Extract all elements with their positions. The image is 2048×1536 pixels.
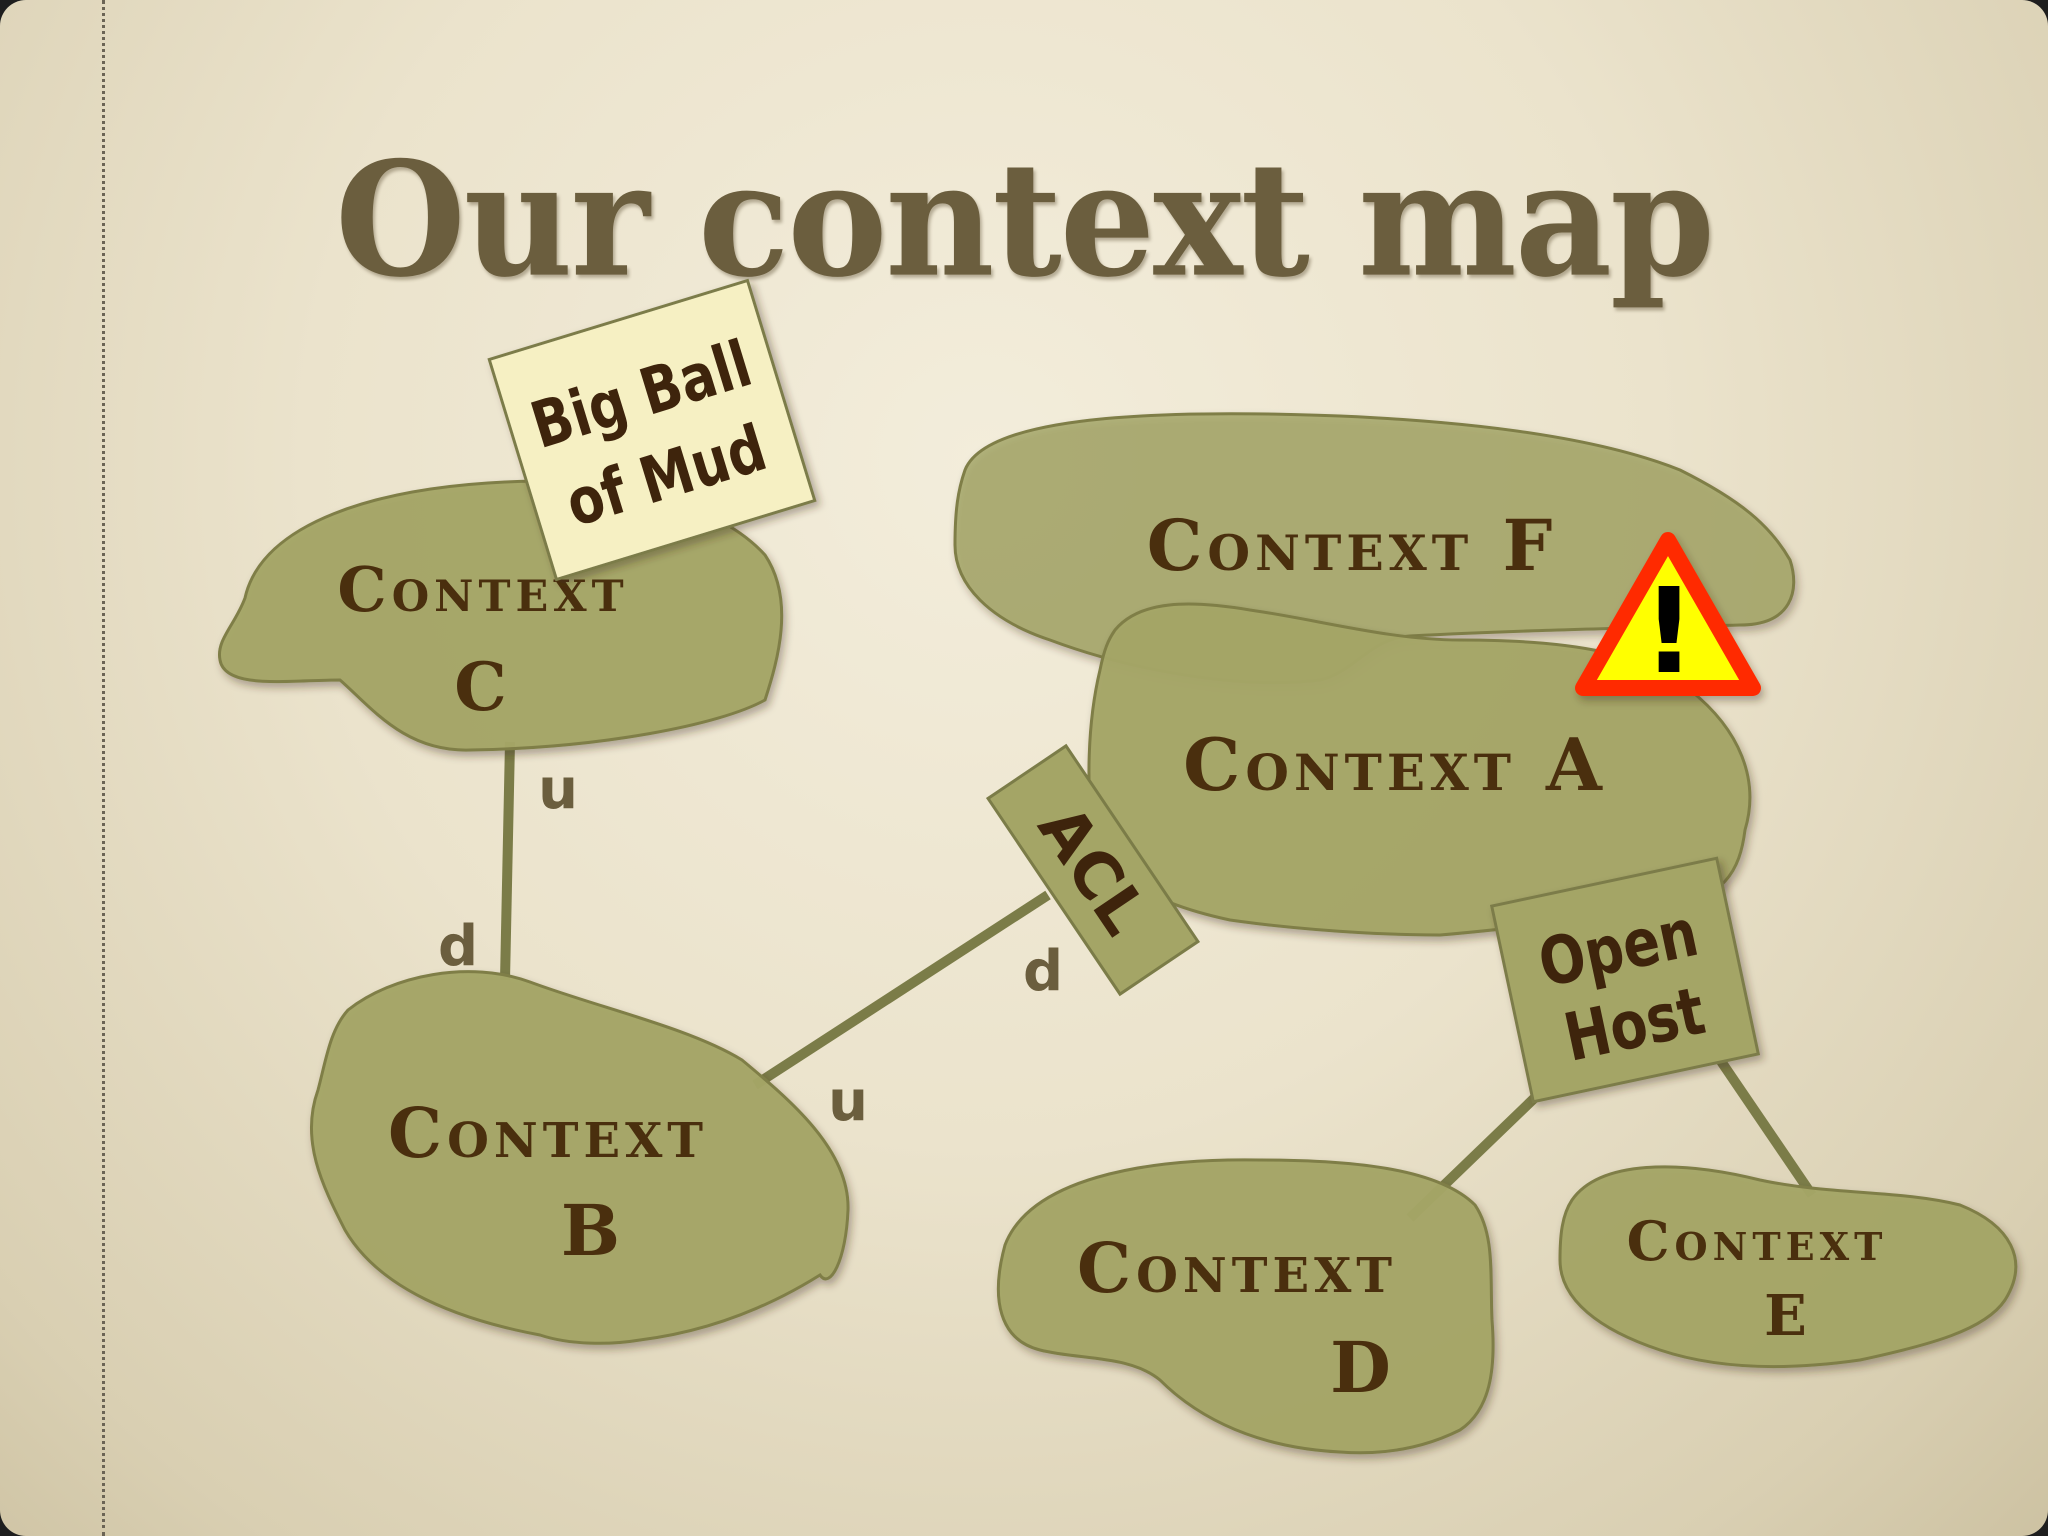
context-d-label-line1: Context — [1077, 1229, 1397, 1309]
context-e[interactable]: Context E — [1558, 1165, 2018, 1369]
page-title: Our context map — [335, 127, 1715, 313]
context-b-label-line2: B — [561, 1189, 625, 1272]
warning-exclamation: ! — [1642, 562, 1696, 700]
connector-b-acl — [752, 890, 1051, 1090]
rel-a-b-upstream: u — [828, 1069, 868, 1134]
context-e-label-line2: E — [1764, 1283, 1812, 1349]
context-c-label-line2: C — [454, 648, 512, 726]
margin-dotted-line — [102, 0, 105, 1536]
rel-c-b-downstream: d — [438, 914, 478, 979]
context-b[interactable]: Context B — [309, 970, 850, 1345]
connector-c-b — [500, 741, 515, 981]
context-d-label-line2: D — [1330, 1326, 1396, 1409]
rel-a-b-downstream: d — [1023, 939, 1063, 1004]
warning-triangle-icon: ! — [1575, 532, 1761, 700]
context-d[interactable]: Context D — [997, 1158, 1495, 1455]
context-a-label: Context A — [1183, 722, 1607, 807]
open-host-tag[interactable]: Open Host — [1489, 856, 1761, 1104]
context-f-label: Context F — [1147, 504, 1558, 587]
rel-c-b-upstream: u — [538, 757, 578, 822]
connector-openhost-e — [1707, 1045, 1817, 1198]
context-e-label-line1: Context — [1627, 1209, 1888, 1273]
big-ball-of-mud-tag[interactable]: Big Ball of Mud — [487, 278, 817, 582]
context-b-label-line1: Context — [388, 1094, 708, 1174]
